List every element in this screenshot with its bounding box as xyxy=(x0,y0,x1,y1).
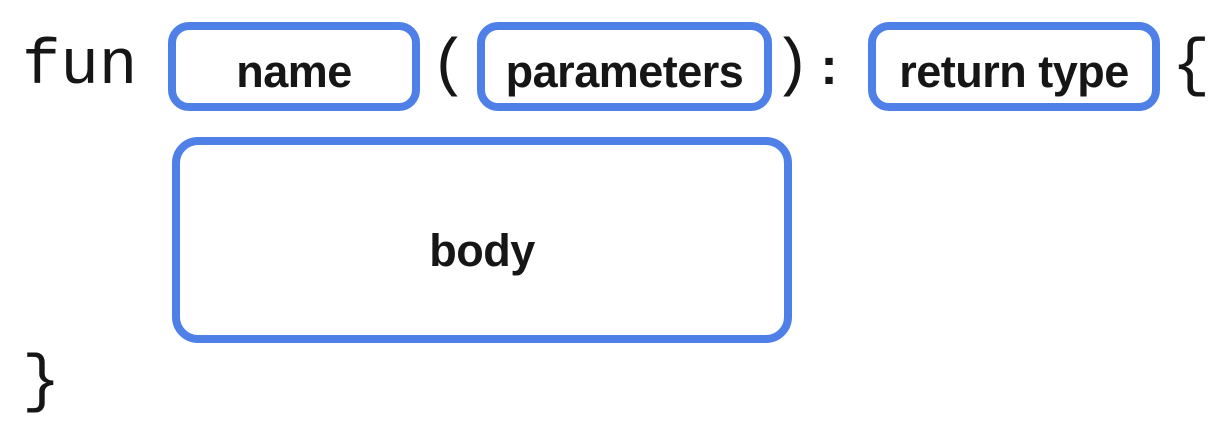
open-brace: { xyxy=(1171,30,1211,103)
parameters-box: parameters xyxy=(477,22,772,111)
open-paren: ( xyxy=(429,30,469,103)
body-box: body xyxy=(172,137,792,343)
return-type-box: return type xyxy=(868,22,1160,111)
colon: : xyxy=(820,37,838,96)
close-brace: } xyxy=(22,347,61,419)
name-label: name xyxy=(236,46,352,97)
return-type-label: return type xyxy=(899,46,1129,97)
parameters-label: parameters xyxy=(505,46,744,97)
fun-keyword: fun xyxy=(22,30,138,103)
close-paren: ) xyxy=(772,30,812,103)
body-label: body xyxy=(429,225,535,276)
name-box: name xyxy=(168,22,420,111)
